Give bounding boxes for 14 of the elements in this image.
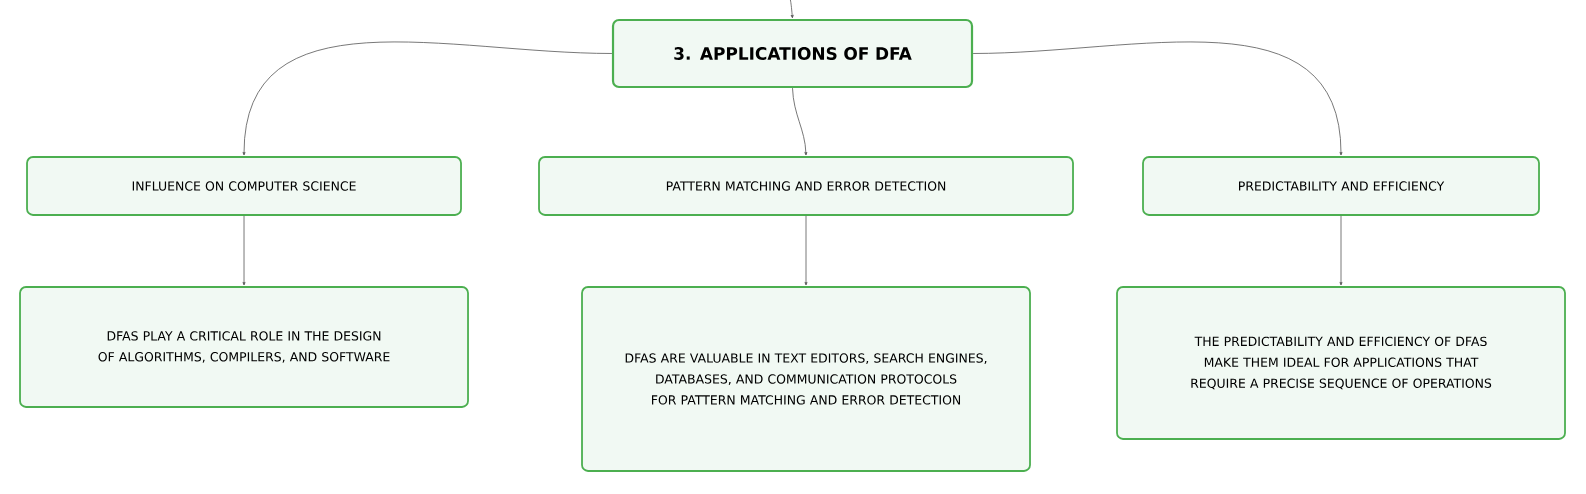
description-box: THE PREDICTABILITY AND EFFICIENCY OF DFAS MAKE THEM IDEAL FOR APPLICATIONS THAT REQUIRE A PRECISE SEQUENCE OF OPERATIONS (1116, 286, 1566, 440)
topic-box: PATTERN MATCHING AND ERROR DETECTION (538, 156, 1074, 216)
arrow (792, 87, 808, 156)
arrow (1339, 215, 1343, 286)
description-box: DFAS ARE VALUABLE IN TEXT EDITORS, SEARCH ENGINES, DATABASES, AND COMMUNICATION PROTOCOLS FOR PATTERN MATCHING AND ERROR DETECTION (581, 286, 1031, 472)
arrow (788, 0, 794, 19)
description-box: DFAS PLAY A CRITICAL ROLE IN THE DESIGN OF ALGORITHMS, COMPILERS, AND SOFTWARE (19, 286, 469, 408)
arrow (242, 215, 246, 286)
arrow (972, 41, 1343, 156)
topic-box: PREDICTABILITY AND EFFICIENCY (1142, 156, 1540, 216)
title-box: 3. APPLICATIONS OF DFA (611, 18, 974, 89)
topic-box: INFLUENCE ON COMPUTER SCIENCE (26, 156, 462, 216)
arrow (804, 215, 808, 286)
arrow (242, 41, 613, 156)
